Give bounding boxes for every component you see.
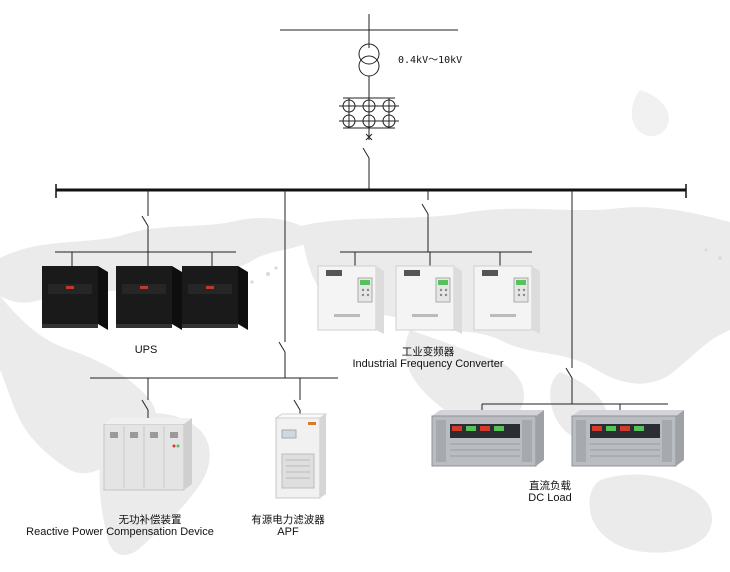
converter-unit-1 bbox=[317, 265, 384, 334]
apf-label-cn: 有源电力滤波器 bbox=[251, 514, 325, 526]
reactive-label-en: Reactive Power Compensation Device bbox=[26, 526, 214, 538]
map-dots bbox=[250, 248, 722, 284]
ups-label: UPS bbox=[134, 344, 158, 356]
dc-load-unit-2 bbox=[571, 410, 684, 467]
converter-unit-3 bbox=[473, 265, 540, 334]
main-busbar bbox=[55, 184, 687, 198]
fuse-column-right bbox=[379, 98, 399, 128]
breaker-x-mark bbox=[365, 133, 373, 141]
reactive-label-cn: 无功补偿装置 bbox=[118, 514, 182, 526]
converter-group bbox=[317, 265, 540, 334]
ups-unit-2 bbox=[116, 266, 182, 330]
transformer-coil-bottom bbox=[358, 55, 380, 77]
fuse-column-left bbox=[339, 98, 359, 128]
dc-load-unit-1 bbox=[431, 410, 544, 467]
transformer-rating-label: 0.4kV～10kV bbox=[398, 55, 463, 66]
ups-group bbox=[42, 266, 248, 330]
transformer-assembly bbox=[280, 14, 458, 98]
main-switch bbox=[362, 147, 370, 190]
fuse-column-middle bbox=[359, 98, 379, 140]
converter-label-cn: 工业变频器 bbox=[401, 346, 455, 358]
fuse-array bbox=[339, 97, 399, 190]
apf-label-en: APF bbox=[277, 526, 299, 538]
apf-cabinet bbox=[274, 413, 328, 499]
dc-load-group bbox=[431, 410, 684, 467]
branch-feeders bbox=[55, 190, 668, 424]
dc-load-label-cn: 直流负载 bbox=[529, 480, 571, 492]
dc-load-label-en: DC Load bbox=[528, 492, 572, 504]
converter-label-en: Industrial Frequency Converter bbox=[352, 358, 504, 370]
ups-unit-1 bbox=[42, 266, 108, 330]
transformer-coil-top bbox=[358, 43, 380, 65]
ups-unit-3 bbox=[182, 266, 248, 330]
converter-unit-2 bbox=[395, 265, 462, 334]
reactive-compensation-cabinet bbox=[103, 418, 192, 491]
